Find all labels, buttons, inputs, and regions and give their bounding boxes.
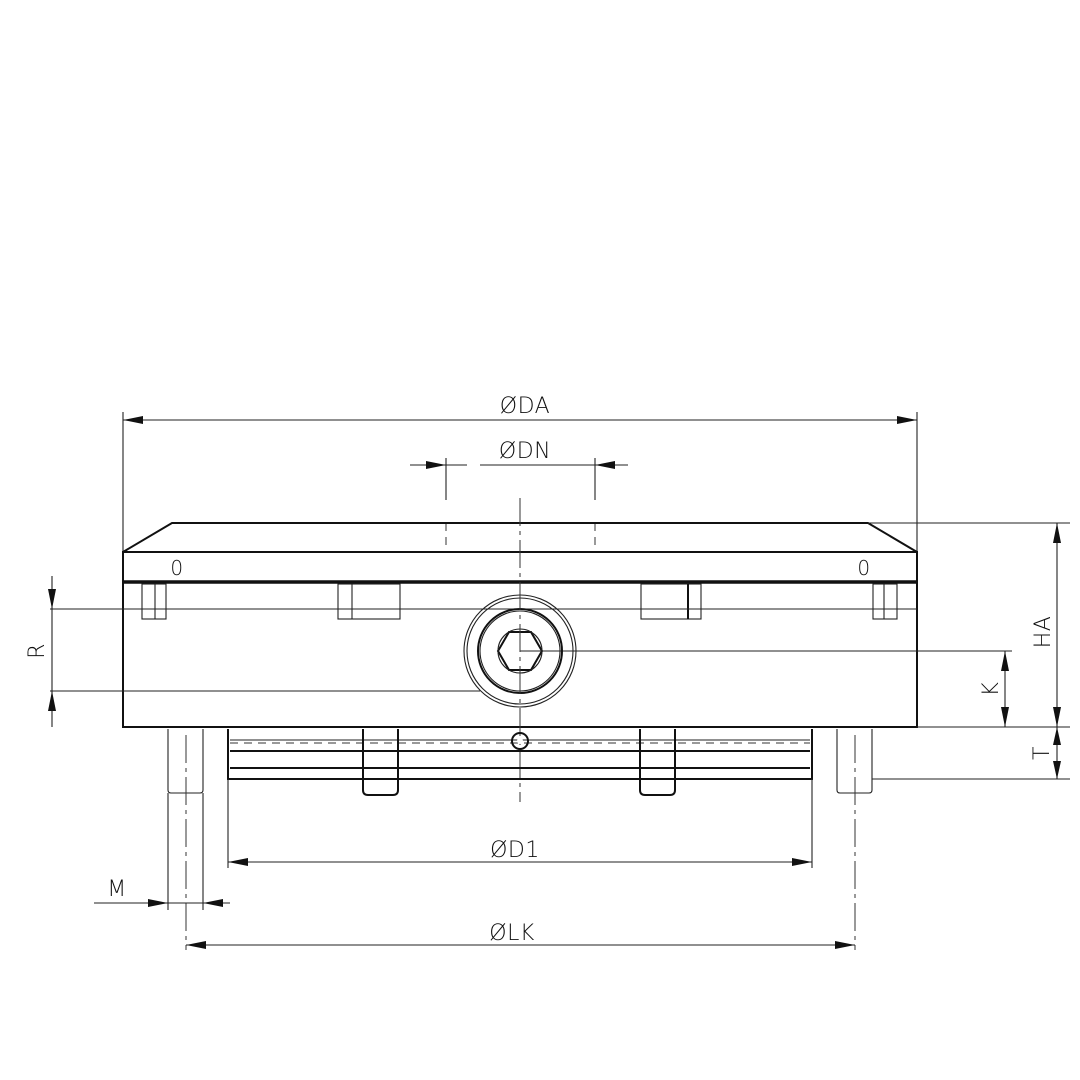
label-K: K xyxy=(979,681,1004,696)
dimension-M: M xyxy=(94,877,230,907)
chuck-body: 0 0 xyxy=(50,522,1070,728)
dimension-R: R xyxy=(25,576,56,727)
label-HA: HA xyxy=(1031,616,1056,649)
label-D1: ØD1 xyxy=(490,838,540,863)
dimension-D1: ØD1 xyxy=(227,779,813,868)
label-R: R xyxy=(25,643,50,659)
label-LK: ØLK xyxy=(489,921,535,946)
zero-mark-left: 0 xyxy=(170,556,183,580)
dimension-K: K xyxy=(979,651,1009,727)
dimension-HA: HA xyxy=(917,523,1070,728)
dimension-T: T xyxy=(872,727,1070,780)
base-ring xyxy=(227,729,813,796)
dimension-LK: ØLK xyxy=(186,921,855,949)
dimension-DN: ØDN xyxy=(410,439,628,552)
zero-mark-right: 0 xyxy=(857,556,870,580)
jaw-slots xyxy=(141,583,898,620)
label-DA: ØDA xyxy=(500,394,550,419)
mounting-pins xyxy=(167,729,873,950)
dimension-DA: ØDA xyxy=(122,394,918,552)
label-M: M xyxy=(107,877,126,902)
label-DN: ØDN xyxy=(499,439,551,464)
label-T: T xyxy=(1030,746,1055,760)
